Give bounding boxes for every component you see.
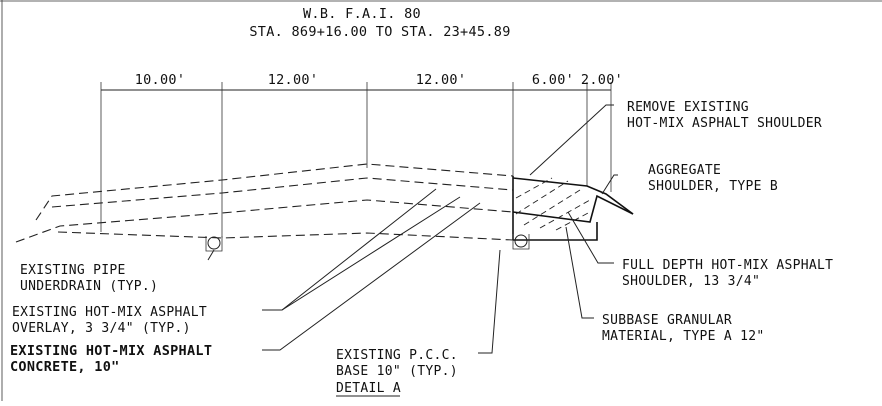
- dim-12ft-b: 12.00': [416, 72, 467, 88]
- label-pipe-underdrain-1: EXISTING PIPE: [20, 263, 126, 278]
- label-remove-existing-1: REMOVE EXISTING: [627, 100, 749, 115]
- label-full-depth-1: FULL DEPTH HOT-MIX ASPHALT: [622, 258, 833, 273]
- existing-pavement-layers: [15, 163, 514, 243]
- title-line-2: STA. 869+16.00 TO STA. 23+45.89: [249, 24, 510, 40]
- label-remove-existing-2: HOT-MIX ASPHALT SHOULDER: [627, 116, 822, 131]
- dim-12ft-a: 12.00': [268, 72, 319, 88]
- label-aggregate-2: SHOULDER, TYPE B: [648, 179, 778, 194]
- label-overlay-1: EXISTING HOT-MIX ASPHALT: [12, 305, 207, 320]
- label-hma-concrete-2: CONCRETE, 10": [10, 359, 120, 375]
- label-hma-concrete-1: EXISTING HOT-MIX ASPHALT: [10, 343, 212, 359]
- label-pipe-underdrain-2: UNDERDRAIN (TYP.): [20, 279, 158, 294]
- label-overlay-2: OVERLAY, 3 3/4" (TYP.): [12, 321, 191, 336]
- new-shoulder-section: [512, 176, 634, 241]
- dim-2ft: 2.00': [581, 72, 623, 88]
- pipe-underdrain-left: [205, 236, 223, 252]
- dim-6ft: 6.00': [532, 72, 574, 88]
- shoulder-hatching: [515, 177, 591, 231]
- label-pcc-base-2: BASE 10" (TYP.): [336, 364, 458, 379]
- dim-10ft: 10.00': [135, 72, 186, 88]
- label-subbase-2: MATERIAL, TYPE A 12": [602, 329, 765, 344]
- label-pcc-base-1: EXISTING P.C.C.: [336, 348, 458, 363]
- detail-label: DETAIL A: [336, 381, 401, 396]
- title-line-1: W.B. F.A.I. 80: [303, 6, 421, 22]
- label-full-depth-2: SHOULDER, 13 3/4": [622, 274, 760, 289]
- label-subbase-1: SUBBASE GRANULAR: [602, 313, 732, 328]
- leader-lines: [207, 104, 618, 354]
- label-aggregate-1: AGGREGATE: [648, 163, 721, 178]
- dimension-line: [100, 82, 612, 238]
- pipe-underdrain-right: [512, 234, 530, 250]
